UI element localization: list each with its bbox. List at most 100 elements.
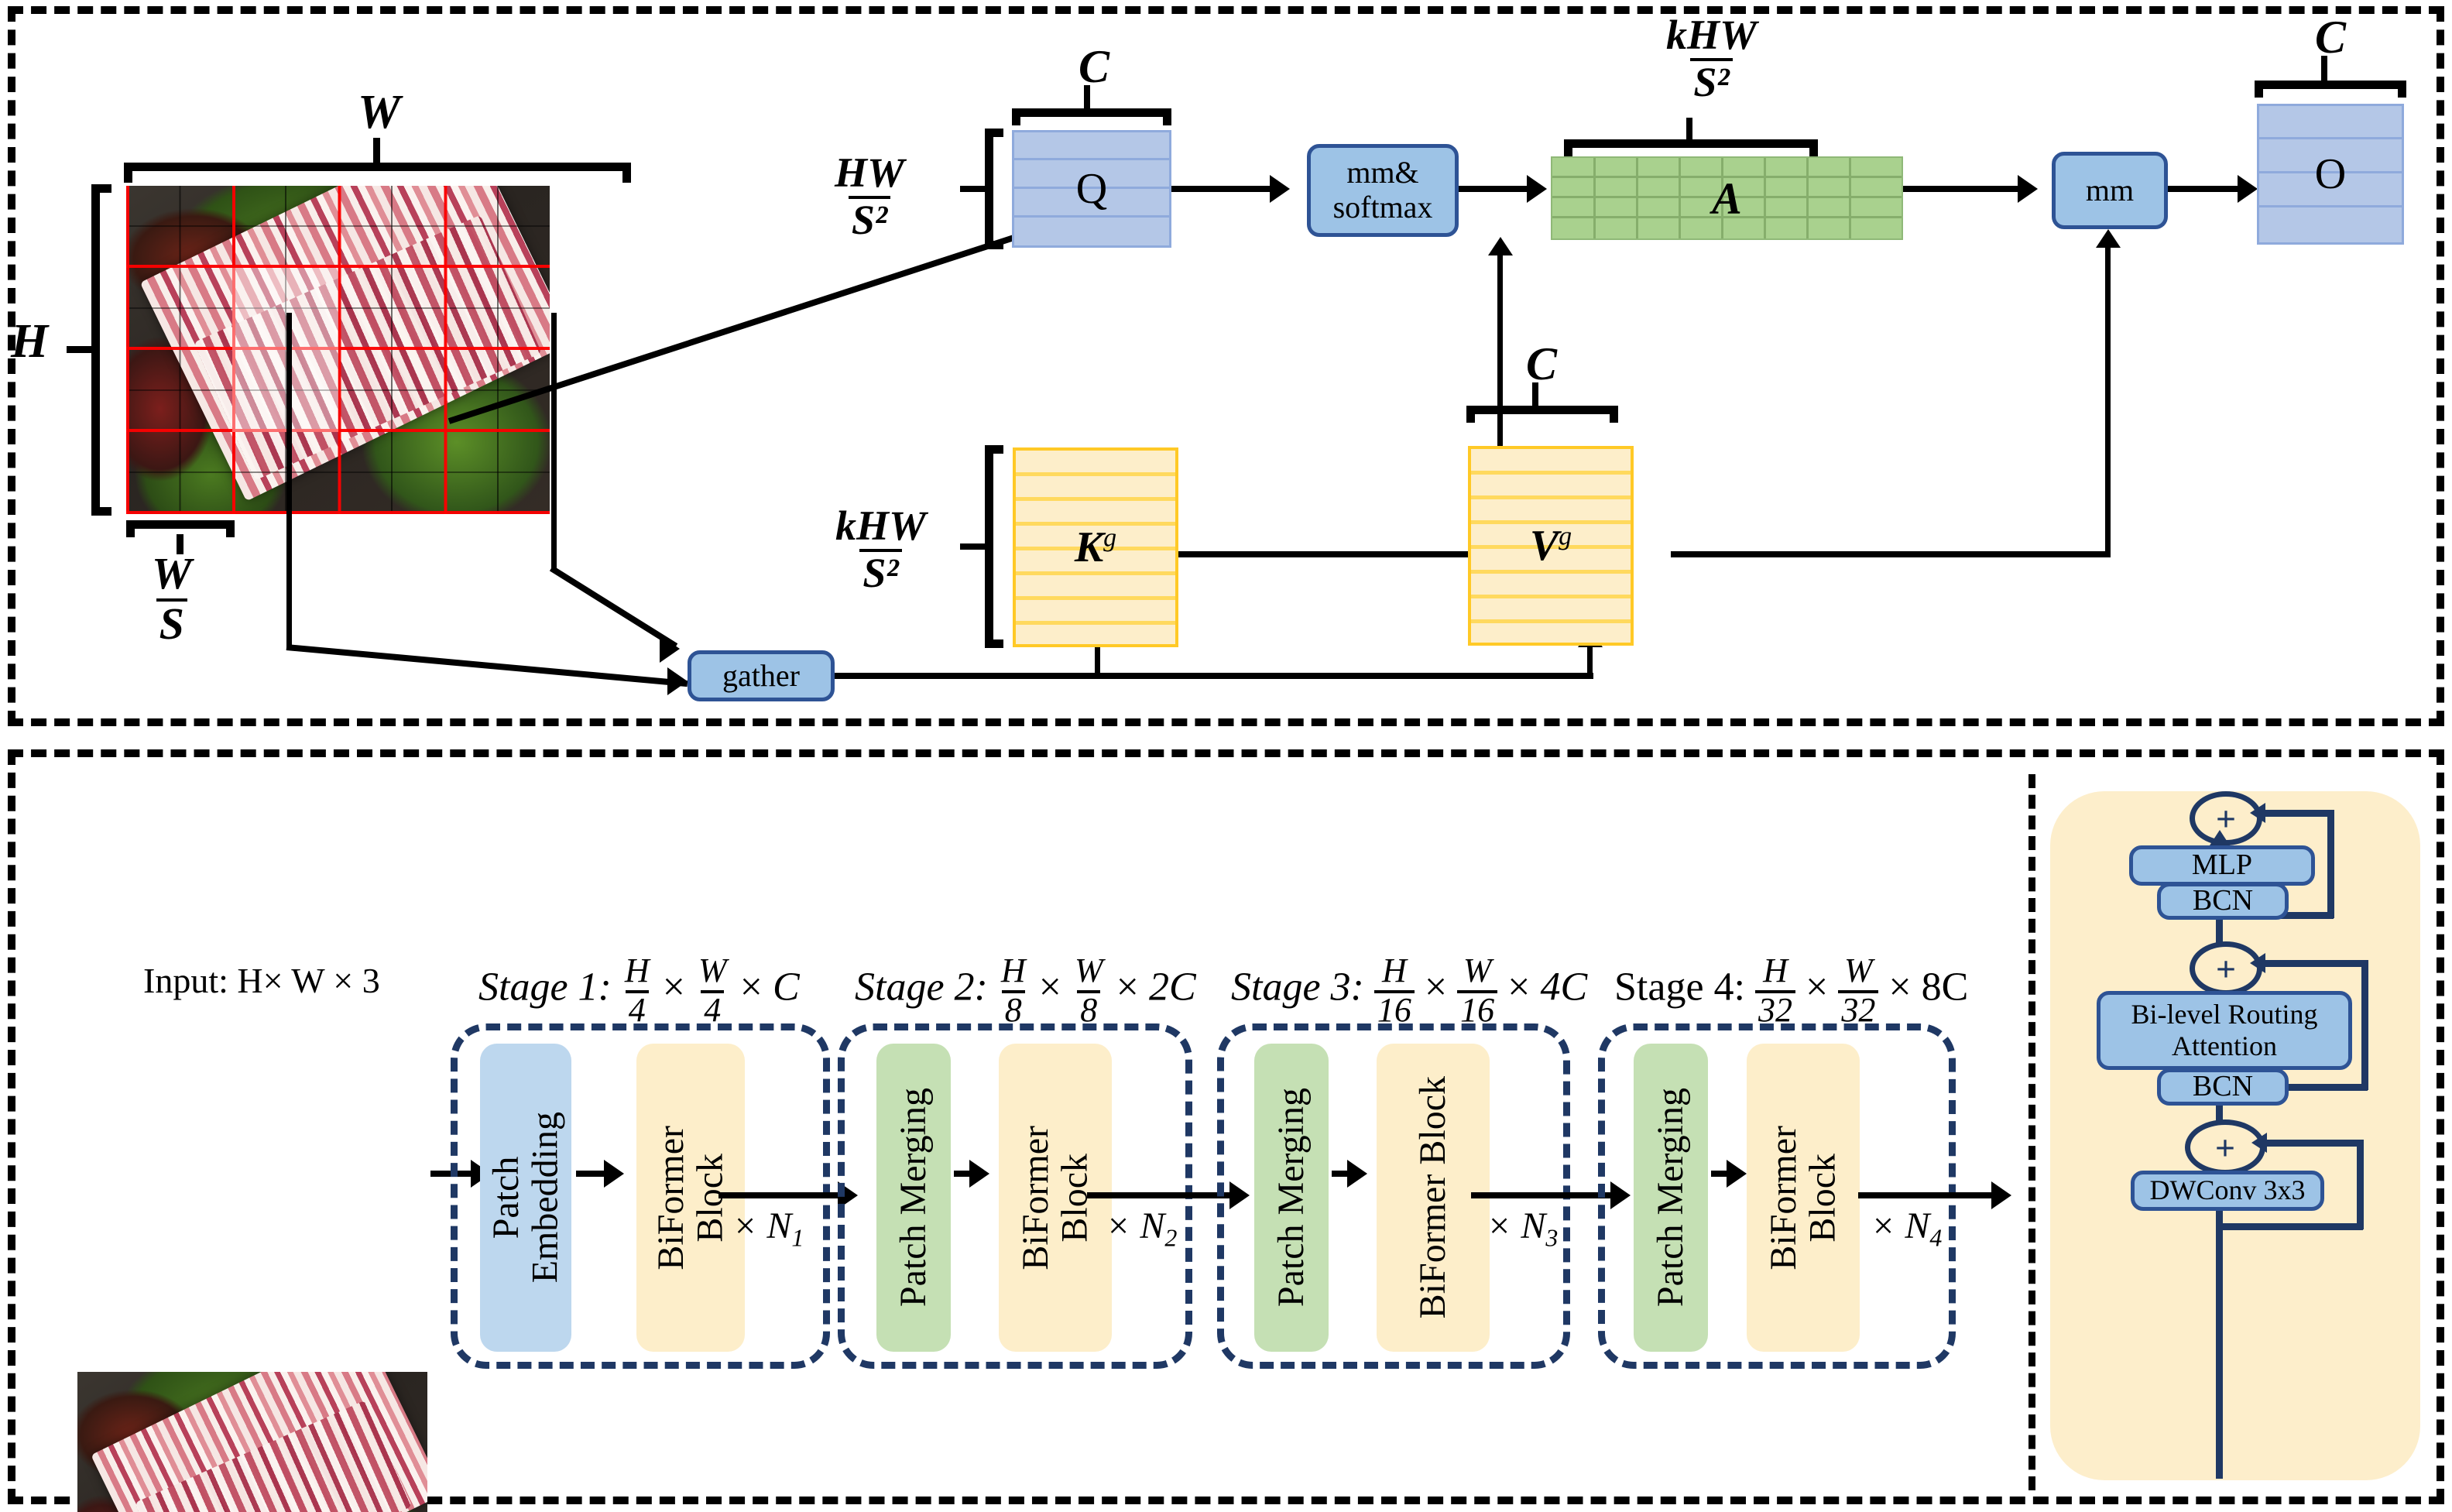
times-2a: × — [1038, 965, 1061, 1010]
stage-3-inner-line — [1332, 1171, 1352, 1177]
matrix-v-label: Vg — [1529, 522, 1572, 570]
a-to-mm-line — [1903, 186, 2025, 192]
v-to-mm-h — [1671, 551, 2111, 557]
dwconv-skip-arrow — [2251, 1133, 2267, 1153]
mm-softmax-line2: softmax — [1332, 190, 1433, 225]
height-bracket-tick — [67, 346, 96, 353]
stage-3-inner-arrow — [1347, 1160, 1367, 1188]
residual-add-bottom: + — [2185, 1119, 2265, 1175]
stage-2-patch-merging[interactable]: Patch Merging — [876, 1044, 951, 1352]
dwconv-box[interactable]: DWConv 3x3 — [2131, 1171, 2324, 1211]
matrix-o-label: O — [2314, 150, 2347, 198]
bf-arrow-to-top-plus — [2210, 830, 2230, 845]
stage-4-out-line — [1858, 1192, 1998, 1198]
mm-to-o-line — [2168, 186, 2244, 192]
k-to-mmsoftmax-arrow — [1488, 237, 1513, 255]
stage-4-inner-line — [1711, 1171, 1731, 1177]
gather-box[interactable]: gather — [688, 650, 835, 701]
gather-to-k-riser — [1095, 646, 1100, 676]
stage-1-patch-embedding[interactable]: Patch Embedding — [480, 1044, 571, 1352]
stage-2-inner-arrow — [969, 1160, 989, 1188]
matrix-a: A — [1551, 156, 1903, 240]
stage-4-inner-arrow — [1727, 1160, 1747, 1188]
matrix-o: O — [2257, 104, 2404, 245]
q-col-bracket — [1012, 108, 1171, 125]
k-row-tick — [960, 543, 986, 550]
times-3b: × — [1507, 965, 1531, 1010]
gather-out-line — [835, 673, 1593, 679]
stage-1-inner-line — [576, 1171, 609, 1177]
a-col-bracket — [1564, 139, 1818, 156]
attn-skip-arrow — [2250, 953, 2265, 973]
times-4b: × — [1888, 965, 1912, 1010]
times-2b: × — [1116, 965, 1139, 1010]
times-1a: × — [662, 965, 685, 1010]
attn-skip-v — [2361, 960, 2368, 1090]
mm-to-o-arrow — [2238, 175, 2258, 203]
matrix-q: Q — [1012, 130, 1171, 248]
stage-1-inner-arrow — [604, 1160, 624, 1188]
matrix-a-label: A — [1712, 173, 1742, 224]
k-row-bracket — [985, 445, 1003, 648]
stage-2-out-line — [1087, 1192, 1234, 1198]
mm-softmax-line1: mm& — [1346, 155, 1419, 190]
backbone-input-image — [77, 1372, 427, 1512]
stage-3-title: Stage 3: H 16 × W 16 × 4C — [1231, 951, 1588, 1029]
q-col-tick — [1084, 85, 1090, 110]
bcn-bottom-box[interactable]: BCN — [2157, 1068, 2289, 1106]
source-image — [126, 186, 550, 514]
label-kHW-over-S2-A: kHW S² — [1666, 12, 1758, 105]
q-to-mmsoftmax-arrow — [1270, 175, 1290, 203]
dwconv-skip-h-bottom — [2219, 1223, 2363, 1230]
mmsoftmax-to-a-arrow — [1527, 175, 1547, 203]
label-W-over-S: W S — [152, 548, 192, 649]
q-row-bracket — [985, 129, 1003, 249]
mmsoftmax-to-a-line — [1459, 186, 1533, 192]
o-col-tick — [2321, 56, 2327, 82]
width-bracket-tick — [373, 138, 380, 166]
stage-3-biformer-block[interactable]: BiFormer Block — [1377, 1044, 1490, 1352]
stage-2-inner-line — [954, 1171, 974, 1177]
bi-level-routing-attention-box[interactable]: Bi-level Routing Attention — [2097, 991, 2352, 1070]
label-HW-over-S2: HW S² — [835, 149, 905, 243]
label-C-over-Q: C — [1079, 41, 1110, 92]
stage-2-out-arrow — [1229, 1181, 1250, 1209]
stage-4-title: Stage 4: H 32 × W 32 × 8C — [1614, 951, 1969, 1029]
label-H: H — [11, 315, 49, 368]
mlp-skip-arrow — [2250, 803, 2265, 823]
a-col-tick — [1686, 118, 1692, 141]
mlp-skip-v — [2327, 810, 2334, 918]
label-C-over-V: C — [1526, 338, 1558, 389]
k-to-mmsoftmax-h — [1178, 551, 1503, 557]
stage-1-repeat: × N1 — [732, 1205, 804, 1252]
gather-arrowhead-1 — [667, 667, 688, 695]
dwconv-skip-v — [2357, 1140, 2364, 1229]
matrix-q-label: Q — [1075, 165, 1108, 213]
region-pointer-line-left — [286, 313, 292, 647]
stage-3-patch-merging[interactable]: Patch Merging — [1254, 1044, 1329, 1352]
gather-to-v-riser — [1587, 646, 1593, 676]
stage-3-repeat: × N3 — [1487, 1205, 1559, 1252]
matrix-v: Vg — [1468, 446, 1634, 646]
stage-4-biformer-block[interactable]: BiFormer Block — [1747, 1044, 1860, 1352]
stage-2-title: Stage 2: H 8 × W 8 × 2C — [855, 951, 1196, 1029]
matrix-k: Kg — [1013, 447, 1178, 647]
q-row-tick — [960, 186, 986, 192]
stage-4-patch-merging[interactable]: Patch Merging — [1634, 1044, 1708, 1352]
query-region-highlight — [232, 268, 338, 432]
v-col-bracket — [1466, 406, 1618, 423]
label-kHW-over-S2-K: kHW S² — [835, 502, 927, 596]
bcn-top-box[interactable]: BCN — [2157, 883, 2289, 920]
q-to-mmsoftmax-line — [1171, 186, 1274, 192]
matrix-k-label: Kg — [1074, 523, 1117, 571]
mm-box[interactable]: mm — [2052, 152, 2168, 229]
mlp-box[interactable]: MLP — [2129, 845, 2315, 886]
stage-3-out-line — [1471, 1192, 1615, 1198]
mm-softmax-box[interactable]: mm& softmax — [1307, 144, 1459, 237]
a-to-mm-arrow — [2018, 175, 2038, 203]
times-4a: × — [1805, 965, 1829, 1010]
label-W: W — [358, 86, 401, 139]
stage-2-repeat: × N2 — [1106, 1205, 1178, 1252]
stage-4-out-arrow — [1991, 1181, 2011, 1209]
